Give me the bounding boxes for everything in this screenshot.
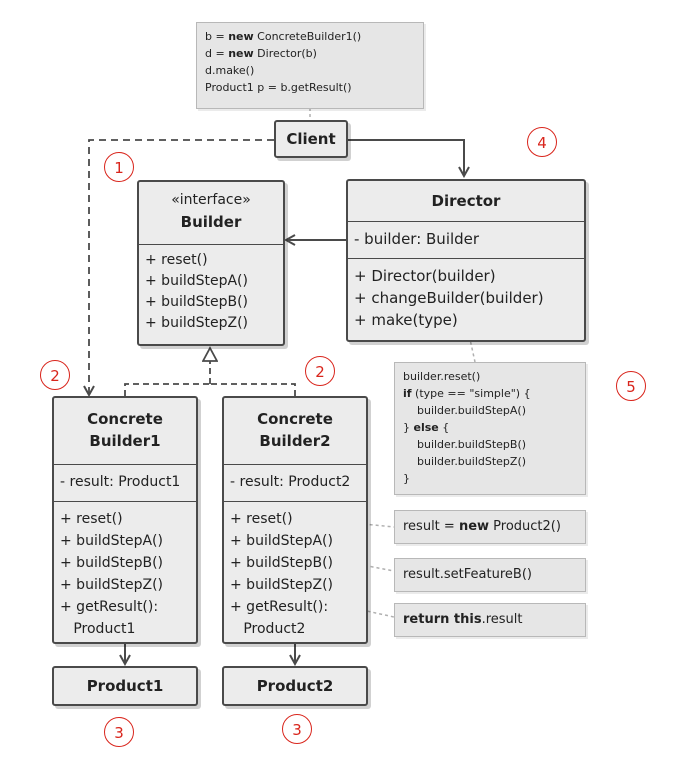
- cb1-field-result: - result: Product1: [60, 474, 181, 490]
- concrete-builder2-box[interactable]: Concrete Builder2 - result: Product2 + r…: [222, 396, 368, 644]
- product2-box[interactable]: Product2: [222, 666, 368, 706]
- director-methods: + Director(builder) + changeBuilder(buil…: [348, 258, 584, 331]
- director-method-changebuilder: + changeBuilder(builder): [354, 289, 544, 307]
- step-marker-1: 1: [104, 152, 134, 182]
- cb1-fields: - result: Product1: [54, 464, 196, 501]
- cb1-title-line-1: Concrete: [87, 410, 163, 428]
- client-title: Client: [286, 130, 336, 148]
- builder-interface-box[interactable]: «interface» Builder + reset() + buildSte…: [137, 180, 285, 346]
- client-box[interactable]: Client: [274, 120, 348, 158]
- cb1-method-reset: + reset(): [60, 511, 123, 527]
- cb1-realization: [124, 383, 210, 396]
- client-note-line-4: Product1 p = b.getResult(): [205, 81, 352, 94]
- cb2-title-line-2: Builder2: [259, 432, 331, 450]
- cb2-method-reset: + reset(): [230, 511, 293, 527]
- builder-header: «interface» Builder: [139, 182, 283, 244]
- director-note-line-2: if (type == "simple") {: [403, 387, 531, 400]
- cb1-method-stepb: + buildStepB(): [60, 555, 164, 571]
- cb2-realization: [210, 383, 296, 396]
- director-box[interactable]: Director - builder: Builder + Director(b…: [346, 179, 586, 342]
- director-note-line-5: builder.buildStepB(): [403, 438, 527, 451]
- product1-title: Product1: [86, 677, 164, 695]
- cb2-header: Concrete Builder2: [224, 398, 366, 464]
- step-marker-2-left: 2: [40, 360, 70, 390]
- director-note-line-1: builder.reset(): [403, 370, 481, 383]
- cb1-method-stepa: + buildStepA(): [60, 533, 163, 549]
- product1-box[interactable]: Product1: [52, 666, 198, 706]
- director-note-line-7: }: [403, 472, 410, 485]
- director-fields: - builder: Builder: [348, 221, 584, 258]
- cb1-methods: + reset() + buildStepA() + buildStepB() …: [54, 501, 196, 640]
- director-title: Director: [431, 192, 501, 210]
- step-marker-3-left: 3: [104, 717, 134, 747]
- builder-title: Builder: [180, 213, 242, 231]
- concrete-builder1-box[interactable]: Concrete Builder1 - result: Product1 + r…: [52, 396, 198, 644]
- cb2-fields: - result: Product2: [224, 464, 366, 501]
- builder-method-reset: + reset(): [145, 252, 208, 268]
- stepb-note: result.setFeatureB(): [394, 558, 586, 592]
- director-make-note: builder.reset() if (type == "simple") { …: [394, 362, 586, 495]
- builder-method-stepa: + buildStepA(): [145, 273, 248, 289]
- product2-title: Product2: [256, 677, 334, 695]
- director-note-line-4: } else {: [403, 421, 450, 434]
- cb1-method-getresult: + getResult():: [60, 599, 159, 615]
- director-note-line-6: builder.buildStepZ(): [403, 455, 527, 468]
- client-cb1-dependency: [89, 139, 274, 395]
- client-note-line-1: b = new ConcreteBuilder1(): [205, 30, 362, 43]
- step-marker-3-right: 3: [282, 714, 312, 744]
- cb1-method-getresult-type: Product1: [60, 621, 136, 637]
- cb2-method-getresult: + getResult():: [230, 599, 329, 615]
- cb2-method-stepz: + buildStepZ(): [230, 577, 333, 593]
- builder-stereotype: «interface»: [171, 192, 251, 208]
- client-note-line-2: d = new Director(b): [205, 47, 317, 60]
- cb2-method-stepa: + buildStepA(): [230, 533, 333, 549]
- director-method-constructor: + Director(builder): [354, 267, 496, 285]
- client-code-note: b = new ConcreteBuilder1() d = new Direc…: [196, 22, 424, 109]
- cb1-title-line-2: Builder1: [89, 432, 161, 450]
- step-marker-2-right: 2: [305, 356, 335, 386]
- cb2-field-result: - result: Product2: [230, 474, 351, 490]
- getresult-note: return this.result: [394, 603, 586, 637]
- director-field-builder: - builder: Builder: [354, 230, 480, 248]
- cb2-method-stepb: + buildStepB(): [230, 555, 334, 571]
- client-director-arrow: [348, 139, 464, 176]
- director-note-line-3: builder.buildStepA(): [403, 404, 527, 417]
- builder-methods: + reset() + buildStepA() + buildStepB() …: [139, 244, 283, 334]
- cb1-header: Concrete Builder1: [54, 398, 196, 464]
- client-note-line-3: d.make(): [205, 64, 255, 77]
- cb2-method-getresult-type: Product2: [230, 621, 306, 637]
- builder-method-stepb: + buildStepB(): [145, 294, 249, 310]
- cb2-title-line-1: Concrete: [257, 410, 333, 428]
- director-method-make: + make(type): [354, 311, 458, 329]
- reset-note: result = new Product2(): [394, 510, 586, 544]
- step-marker-4: 4: [527, 127, 557, 157]
- builder-method-stepz: + buildStepZ(): [145, 315, 248, 331]
- cb1-method-stepz: + buildStepZ(): [60, 577, 163, 593]
- cb2-methods: + reset() + buildStepA() + buildStepB() …: [224, 501, 366, 640]
- step-marker-5: 5: [616, 371, 646, 401]
